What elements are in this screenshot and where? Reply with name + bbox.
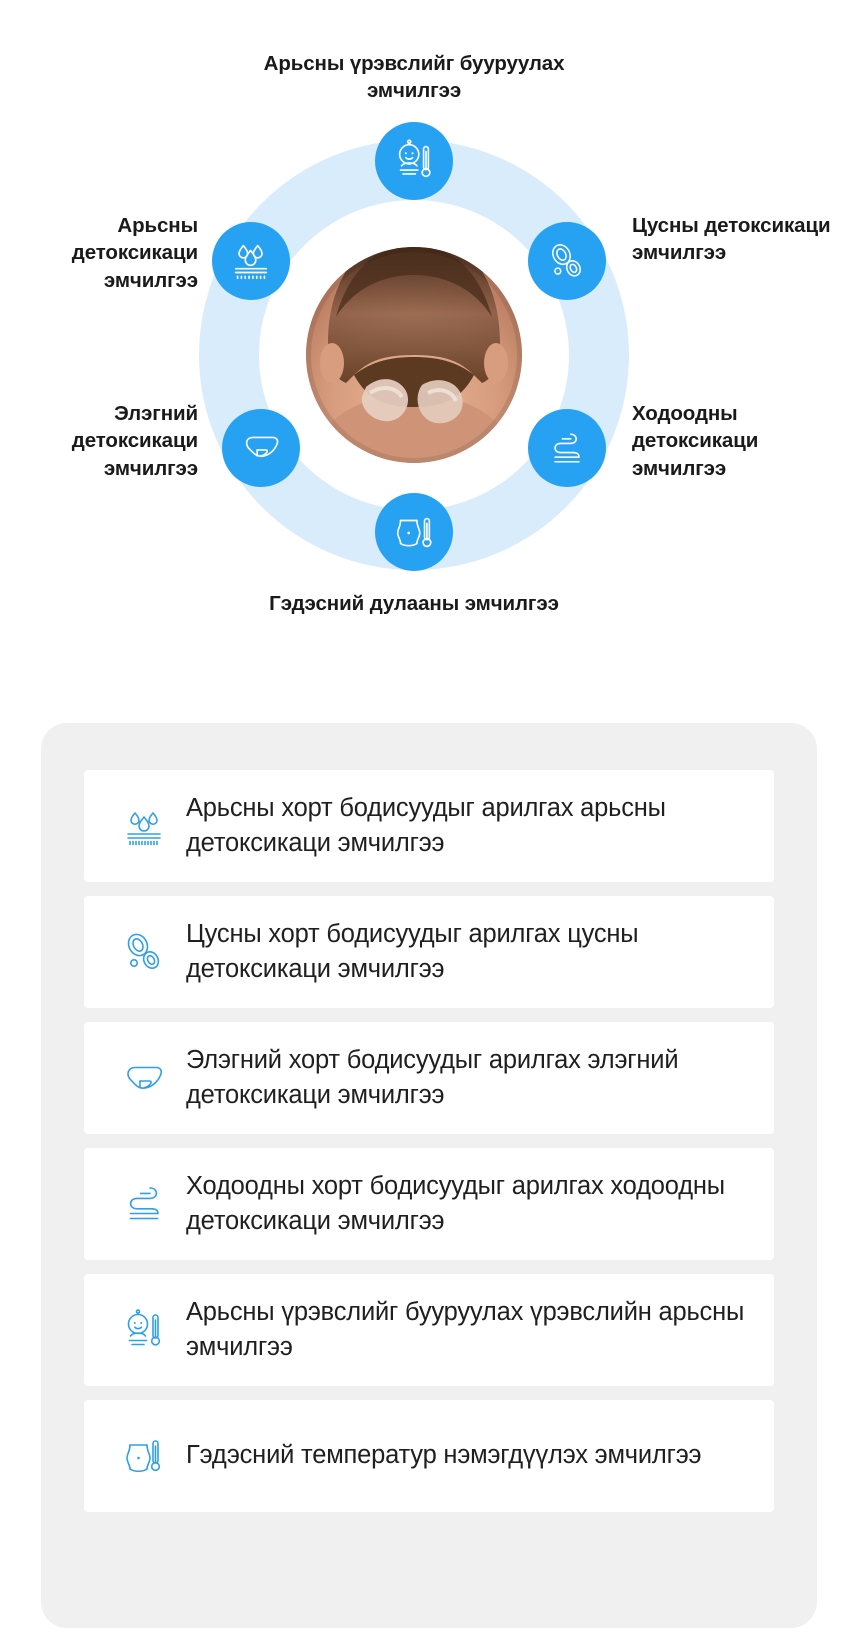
badge-intestinal-heat[interactable] [375, 493, 453, 571]
treatment-list: Арьсны хорт бодисуудыг арилгах арьсны де… [84, 770, 774, 1512]
list-item[interactable]: Арьсны үрэвслийг бууруулах үрэвслийн арь… [84, 1274, 774, 1386]
baby-thermometer-icon [398, 139, 431, 178]
list-item[interactable]: Элэгний хорт бодисуудыг арилгах элэгний … [84, 1022, 774, 1134]
list-item[interactable]: Арьсны хорт бодисуудыг арилгах арьсны де… [84, 770, 774, 882]
intestine-icon [102, 1180, 186, 1228]
diagram-label-bottom-left: Элэгний детоксикаци эмчилгээ [71, 402, 198, 480]
list-item-label: Гэдэсний температур нэмэгдүүлэх эмчилгээ [186, 1441, 702, 1470]
blood-cells-icon [102, 928, 186, 976]
list-item-label: Ходоодны хорт бодисуудыг арилгах ходоодн… [186, 1171, 725, 1235]
list-item-label: Арьсны хорт бодисуудыг арилгах арьсны де… [186, 793, 666, 857]
abdomen-thermometer-icon [396, 517, 432, 548]
skin-droplets-icon [234, 244, 268, 280]
list-item-label: Арьсны үрэвслийг бууруулах үрэвслийн арь… [186, 1297, 745, 1361]
abdomen-thermometer-icon [102, 1432, 186, 1480]
badge-liver-detox[interactable] [222, 409, 300, 487]
diagram-label-top-left: Арьсны детоксикаци эмчилгээ [71, 214, 198, 292]
intestine-icon [554, 433, 580, 463]
list-item[interactable]: Гэдэсний температур нэмэгдүүлэх эмчилгээ [84, 1400, 774, 1512]
badge-skin-detox[interactable] [212, 222, 290, 300]
radial-treatment-diagram: Арьсны үрэвслийг бууруулах эмчилгээ Арьс… [0, 0, 858, 700]
liver-icon [102, 1054, 186, 1102]
diagram-label-top-right: Цусны детоксикаци эмчилгээ [632, 214, 831, 265]
scalp-psoriasis-photo [306, 247, 522, 463]
list-item-label: Элэгний хорт бодисуудыг арилгах элэгний … [186, 1045, 679, 1109]
liver-icon [245, 436, 279, 458]
list-item-label: Цусны хорт бодисуудыг арилгах цусны дето… [186, 919, 639, 983]
badge-stomach-detox[interactable] [528, 409, 606, 487]
badge-skin-inflammation[interactable] [375, 122, 453, 200]
diagram-label-top: Арьсны үрэвслийг бууруулах эмчилгээ [263, 52, 565, 103]
list-item[interactable]: Цусны хорт бодисуудыг арилгах цусны дето… [84, 896, 774, 1008]
baby-thermometer-icon [102, 1306, 186, 1354]
diagram-label-bottom-right: Ходоодны детоксикаци эмчилгээ [632, 402, 759, 480]
skin-droplets-icon [102, 802, 186, 850]
blood-cells-icon [552, 244, 581, 277]
diagram-label-bottom: Гэдэсний дулааны эмчилгээ [269, 592, 559, 615]
badge-blood-detox[interactable] [528, 222, 606, 300]
list-item[interactable]: Ходоодны хорт бодисуудыг арилгах ходоодн… [84, 1148, 774, 1260]
treatment-list-card: Арьсны хорт бодисуудыг арилгах арьсны де… [41, 723, 817, 1628]
